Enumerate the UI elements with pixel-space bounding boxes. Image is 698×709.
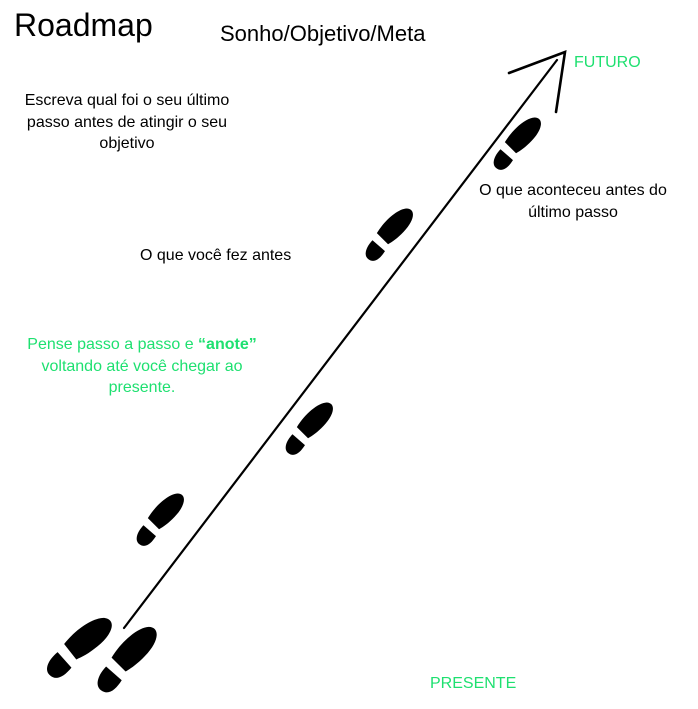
footprint-icon	[488, 110, 546, 176]
present-label: PRESENTE	[430, 675, 517, 692]
page-subtitle: Sonho/Objetivo/Meta	[220, 21, 426, 46]
arrow-icon	[507, 50, 567, 114]
what-you-did-before-prompt: O que você fez antes	[140, 247, 292, 264]
footprint-icon	[360, 201, 418, 267]
instruction-end: voltando até você chegar ao presente.	[41, 357, 243, 397]
footprint-icon	[131, 486, 189, 552]
footprint-icon	[280, 395, 338, 461]
instruction-text: Pense passo a passo e “anote” voltando a…	[10, 334, 274, 399]
instruction-start: Pense passo a passo e	[27, 336, 199, 353]
future-label: FUTURO	[574, 54, 641, 71]
before-last-step-prompt: O que aconteceu antes do último passo	[479, 182, 667, 221]
page-title: Roadmap	[14, 7, 153, 43]
path-line	[122, 58, 559, 630]
last-step-prompt: Escreva qual foi o seu último passo ante…	[24, 92, 230, 153]
instruction-highlight: “anote”	[198, 336, 257, 353]
